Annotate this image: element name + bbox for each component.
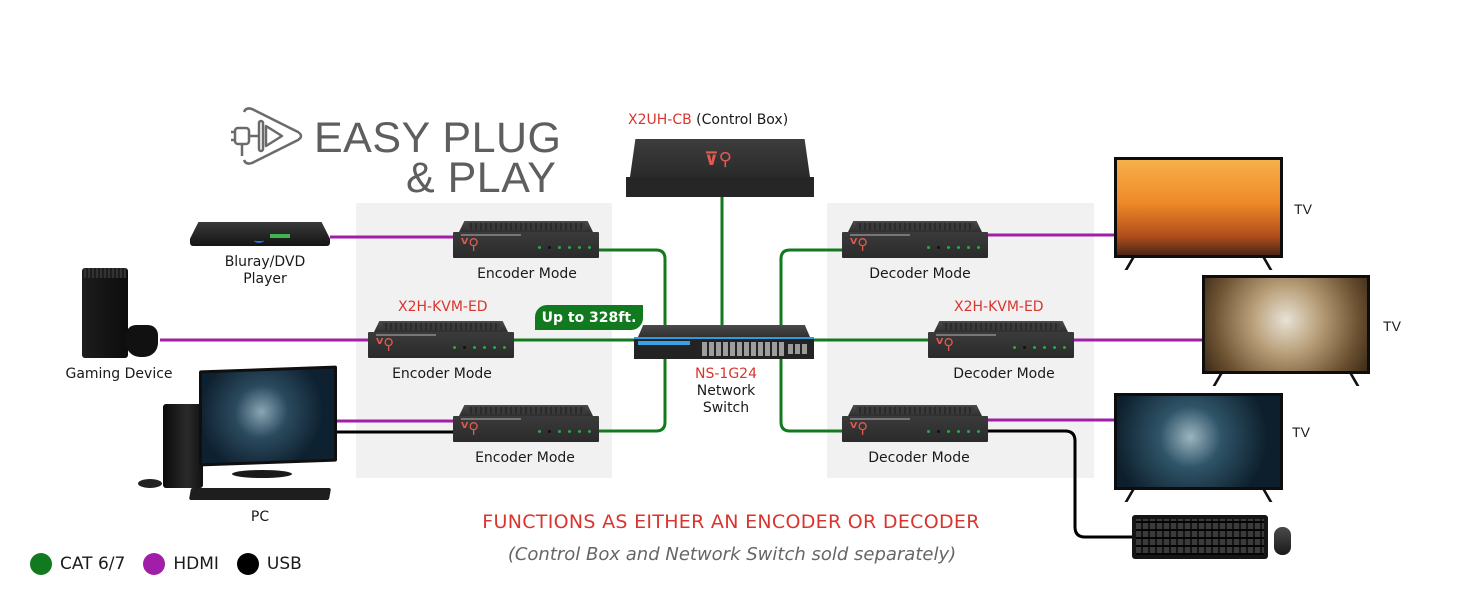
cat-dot-icon [30, 553, 52, 575]
control-box-model: X2UH-CB [628, 112, 692, 128]
encoder-label-1: Encoder Mode [477, 266, 577, 282]
plug-play-icon [231, 107, 303, 165]
brand-logo-icon: ⱽ⚲ [461, 419, 480, 437]
network-switch-device [634, 325, 814, 359]
title-line-1: EASY PLUG [314, 114, 562, 162]
encoder-label-2: Encoder Mode [392, 366, 492, 382]
decoder-device-3: ⱽ⚲ [842, 405, 988, 442]
brand-logo-icon: ⱽ⚲ [936, 335, 955, 353]
sold-separately-note: (Control Box and Network Switch sold sep… [507, 544, 957, 565]
gaming-device-label: Gaming Device [65, 366, 173, 382]
decoder-device-2: ⱽ⚲ [928, 321, 1074, 358]
tv-2-label: TV [1383, 318, 1401, 334]
decoder-label-1: Decoder Mode [869, 266, 971, 282]
legend-item-hdmi: HDMI [143, 553, 219, 575]
brand-logo-icon: ⱽ⚲ [461, 235, 480, 253]
decoder-label-3: Decoder Mode [868, 450, 970, 466]
encoder-device-2: ⱽ⚲ [368, 321, 514, 358]
legend-label-hdmi: HDMI [173, 554, 219, 574]
usb-keyboard-image [1132, 515, 1268, 559]
brand-logo-icon: ⊽⚲ [704, 149, 732, 170]
tv-1-image [1114, 157, 1283, 270]
control-box-description: (Control Box) [696, 112, 789, 128]
decoder-model-2: X2H-KVM-ED [954, 299, 1044, 315]
tv-2-image [1202, 275, 1370, 386]
encoder-device-1: ⱽ⚲ [453, 221, 599, 258]
pc-label: PC [250, 509, 270, 525]
switch-model-text: NS-1G24 [695, 366, 757, 382]
switch-label-line2: Switch [702, 400, 750, 416]
distance-badge: Up to 328ft. [535, 305, 643, 330]
pc-keyboard-image [188, 488, 332, 500]
tv-3-image [1114, 393, 1283, 502]
brand-logo-icon: ⱽ⚲ [850, 419, 869, 437]
tv-3-label: TV [1292, 424, 1310, 440]
legend-item-cat: CAT 6/7 [30, 553, 125, 575]
bluray-player-image [190, 222, 330, 246]
headline: FUNCTIONS AS EITHER AN ENCODER OR DECODE… [0, 511, 1464, 533]
decoder-label-2: Decoder Mode [953, 366, 1055, 382]
usb-mouse-image [1274, 527, 1291, 555]
legend-label-cat: CAT 6/7 [60, 554, 126, 574]
pc-mouse-image [138, 479, 162, 488]
usb-wire-keyboard [988, 429, 1134, 539]
pc-monitor-image [199, 365, 337, 467]
encoder-label-3: Encoder Mode [475, 450, 575, 466]
switch-model: NS-1G24 [676, 366, 776, 383]
bluray-label-line1: Bluray/DVD [224, 254, 306, 270]
tv-1-label: TV [1294, 201, 1312, 217]
headline-text: FUNCTIONS AS EITHER AN ENCODER OR DECODE… [482, 511, 980, 533]
brand-logo-icon: ⱽ⚲ [376, 335, 395, 353]
encoder-device-3: ⱽ⚲ [453, 405, 599, 442]
legend-label-usb: USB [266, 554, 302, 574]
gaming-console-image [82, 268, 128, 358]
brand-logo-icon: ⱽ⚲ [850, 235, 869, 253]
pc-monitor-stand [232, 470, 292, 478]
pc-tower-image [163, 404, 203, 488]
control-box-caption: X2UH-CB (Control Box) [628, 112, 788, 128]
usb-dot-icon [236, 553, 259, 575]
decoder-device-1: ⱽ⚲ [842, 221, 988, 258]
control-box-device: ⊽⚲ [626, 139, 814, 197]
legend: CAT 6/7 HDMI USB [30, 553, 320, 575]
switch-label-line1: Network [696, 383, 756, 399]
encoder-model-2: X2H-KVM-ED [398, 299, 488, 315]
game-controller-image [126, 325, 158, 357]
legend-item-usb: USB [236, 553, 302, 575]
bluray-label-line2: Player [243, 271, 287, 287]
hdmi-dot-icon [143, 553, 166, 575]
title-line-2: & PLAY [406, 154, 557, 202]
